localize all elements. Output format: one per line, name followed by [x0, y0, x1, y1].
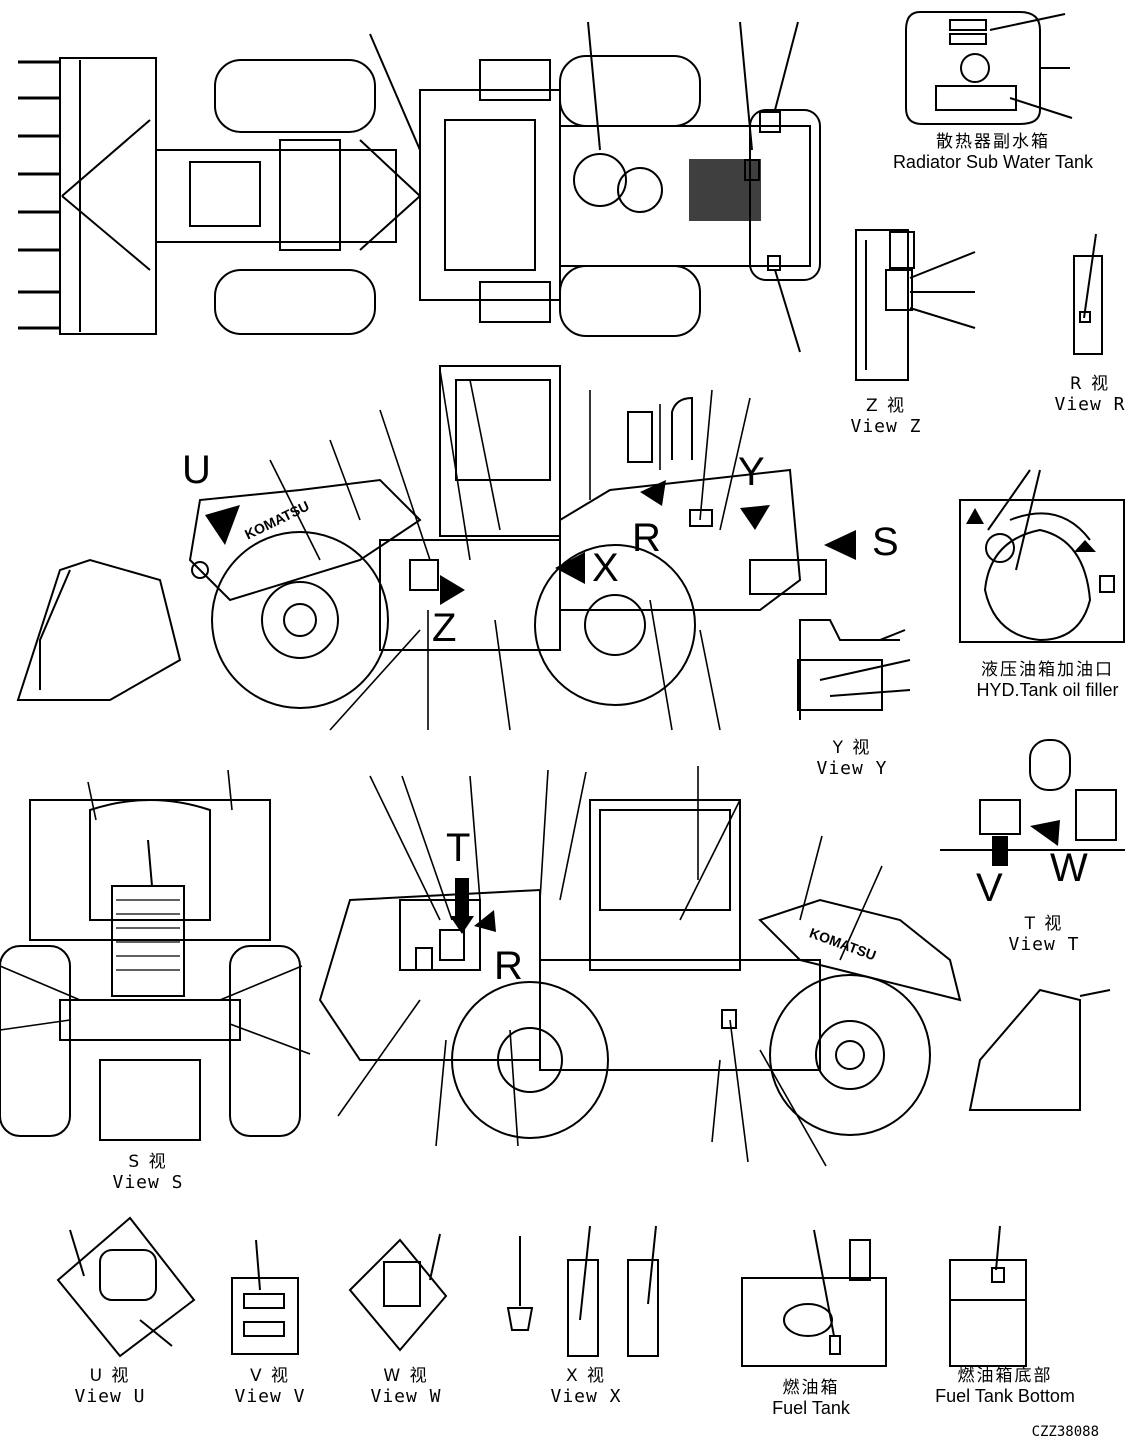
- arrow-letter-u: U: [182, 448, 211, 492]
- caption-radiator: 散热器副水箱 Radiator Sub Water Tank: [882, 132, 1104, 174]
- caption-view-r: R 视 View R: [1048, 374, 1132, 416]
- view-w-drawing: [348, 1233, 448, 1352]
- view-t-drawing: [940, 739, 1125, 866]
- caption-view-x-en: View X: [550, 1386, 622, 1408]
- caption-view-r-zh: R 视: [1069, 374, 1111, 394]
- caption-hyd-filler: 液压油箱加油口 HYD.Tank oil filler: [960, 660, 1135, 702]
- fuel-tank-bottom-drawing: [949, 1225, 1027, 1367]
- caption-view-t: T 视 View T: [1002, 914, 1086, 956]
- caption-view-y: Y 视 View Y: [810, 738, 894, 780]
- caption-view-x: X 视 View X: [544, 1366, 628, 1408]
- left-side-view: [16, 365, 856, 731]
- arrow-letter-t: T: [446, 826, 471, 870]
- caption-view-v-zh: V 视: [249, 1366, 291, 1386]
- caption-view-t-zh: T 视: [1024, 914, 1064, 934]
- caption-view-t-en: View T: [1008, 934, 1080, 956]
- caption-fuel-tank: 燃油箱 Fuel Tank: [756, 1378, 866, 1420]
- caption-view-y-en: View Y: [816, 758, 888, 780]
- view-z-drawing: [855, 229, 976, 381]
- caption-view-w-zh: W 视: [383, 1366, 429, 1386]
- caption-view-v-en: View V: [234, 1386, 306, 1408]
- caption-view-z-zh: Z 视: [865, 396, 907, 416]
- arrow-letter-r-top: R: [632, 516, 661, 560]
- caption-view-z-en: View Z: [850, 416, 922, 438]
- hyd-filler-view: [959, 469, 1125, 643]
- caption-fuel-tank-en: Fuel Tank: [772, 1398, 850, 1419]
- drawing-code: CZZ38088: [1031, 1424, 1099, 1440]
- arrow-letter-y: Y: [738, 450, 765, 494]
- caption-radiator-en: Radiator Sub Water Tank: [892, 152, 1094, 173]
- view-u-drawing: [56, 1216, 196, 1358]
- caption-view-s: S 视 View S: [106, 1152, 190, 1194]
- caption-view-w-en: View W: [370, 1386, 442, 1408]
- caption-view-r-en: View R: [1054, 394, 1126, 416]
- caption-fuel-tank-bottom: 燃油箱底部 Fuel Tank Bottom: [920, 1366, 1090, 1408]
- arrow-letter-z: Z: [432, 606, 457, 650]
- top-view: [18, 21, 821, 353]
- rear-view-s: [0, 769, 311, 1141]
- caption-fuel-tank-bottom-en: Fuel Tank Bottom: [935, 1386, 1075, 1407]
- caption-view-u-en: View U: [74, 1386, 146, 1408]
- caption-view-u-zh: U 视: [89, 1366, 131, 1386]
- caption-radiator-zh: 散热器副水箱: [936, 132, 1050, 152]
- view-x-drawing: [506, 1225, 659, 1357]
- caption-view-w: W 视 View W: [364, 1366, 448, 1408]
- arrow-letter-v: V: [976, 866, 1003, 910]
- caption-view-x-zh: X 视: [565, 1366, 607, 1386]
- caption-view-s-zh: S 视: [128, 1152, 168, 1172]
- caption-hyd-filler-zh: 液压油箱加油口: [981, 660, 1114, 680]
- view-y-drawing: [797, 619, 911, 720]
- caption-view-z: Z 视 View Z: [844, 396, 928, 438]
- fuel-tank-drawing: [741, 1229, 887, 1367]
- caption-hyd-filler-en: HYD.Tank oil filler: [976, 680, 1119, 701]
- caption-view-u: U 视 View U: [68, 1366, 152, 1408]
- caption-view-y-zh: Y 视: [832, 738, 872, 758]
- arrow-letter-w: W: [1050, 846, 1088, 890]
- caption-view-v: V 视 View V: [228, 1366, 312, 1408]
- right-side-view: [318, 766, 1111, 1167]
- arrow-letter-s: S: [872, 520, 899, 564]
- caption-view-s-en: View S: [112, 1172, 184, 1194]
- caption-fuel-tank-zh: 燃油箱: [782, 1378, 840, 1398]
- radiator-tank-view: [905, 11, 1073, 125]
- arrow-letter-r-bottom: R: [494, 944, 523, 988]
- view-r-drawing: [1073, 233, 1103, 355]
- caption-fuel-tank-bottom-zh: 燃油箱底部: [957, 1366, 1053, 1386]
- arrow-letter-x: X: [592, 546, 619, 590]
- view-v-drawing: [231, 1239, 299, 1355]
